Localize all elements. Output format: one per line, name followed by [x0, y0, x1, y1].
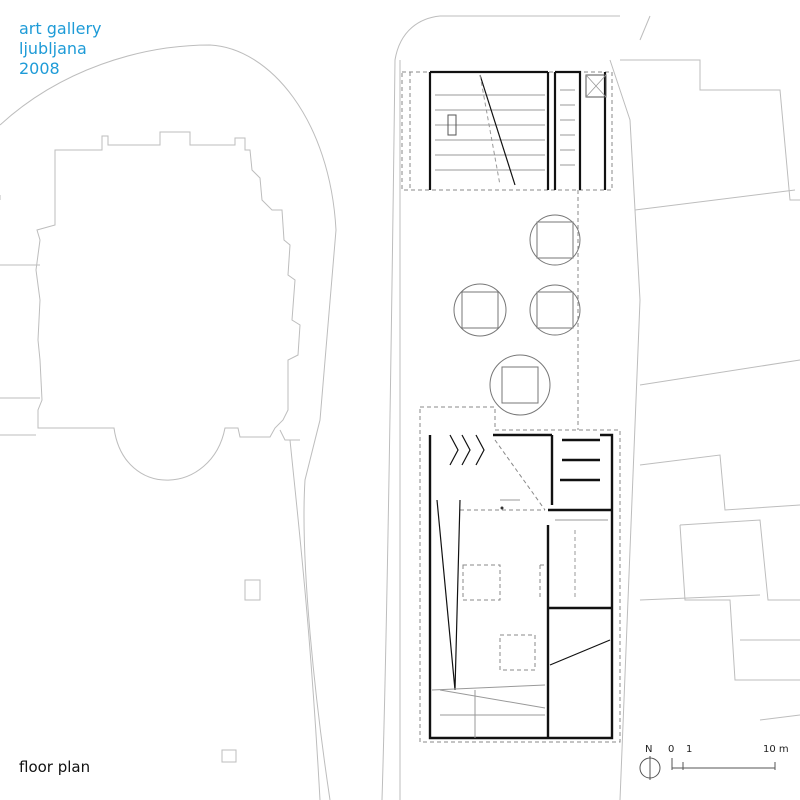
- scale-bar: [671, 758, 776, 770]
- scale-label-10m: 10 m: [763, 744, 789, 755]
- courtyard-trees: [453, 214, 581, 416]
- title-line-city: ljubljana: [19, 39, 87, 58]
- title-line-name: art gallery: [19, 19, 102, 38]
- context-site-outline: [381, 15, 651, 800]
- north-label: N: [645, 744, 652, 755]
- scale-label-0: 0: [668, 744, 674, 755]
- context-buildings-right: [620, 59, 800, 721]
- plan-caption: floor plan: [19, 758, 91, 776]
- context-buildings-left: [0, 44, 337, 800]
- title-line-year: 2008: [19, 59, 60, 78]
- north-gallery-block: [401, 70, 613, 191]
- south-gallery-block: [419, 190, 621, 743]
- scale-label-1: 1: [686, 744, 692, 755]
- north-arrow: [639, 756, 661, 780]
- title-block: art gallery ljubljana 2008: [19, 19, 101, 79]
